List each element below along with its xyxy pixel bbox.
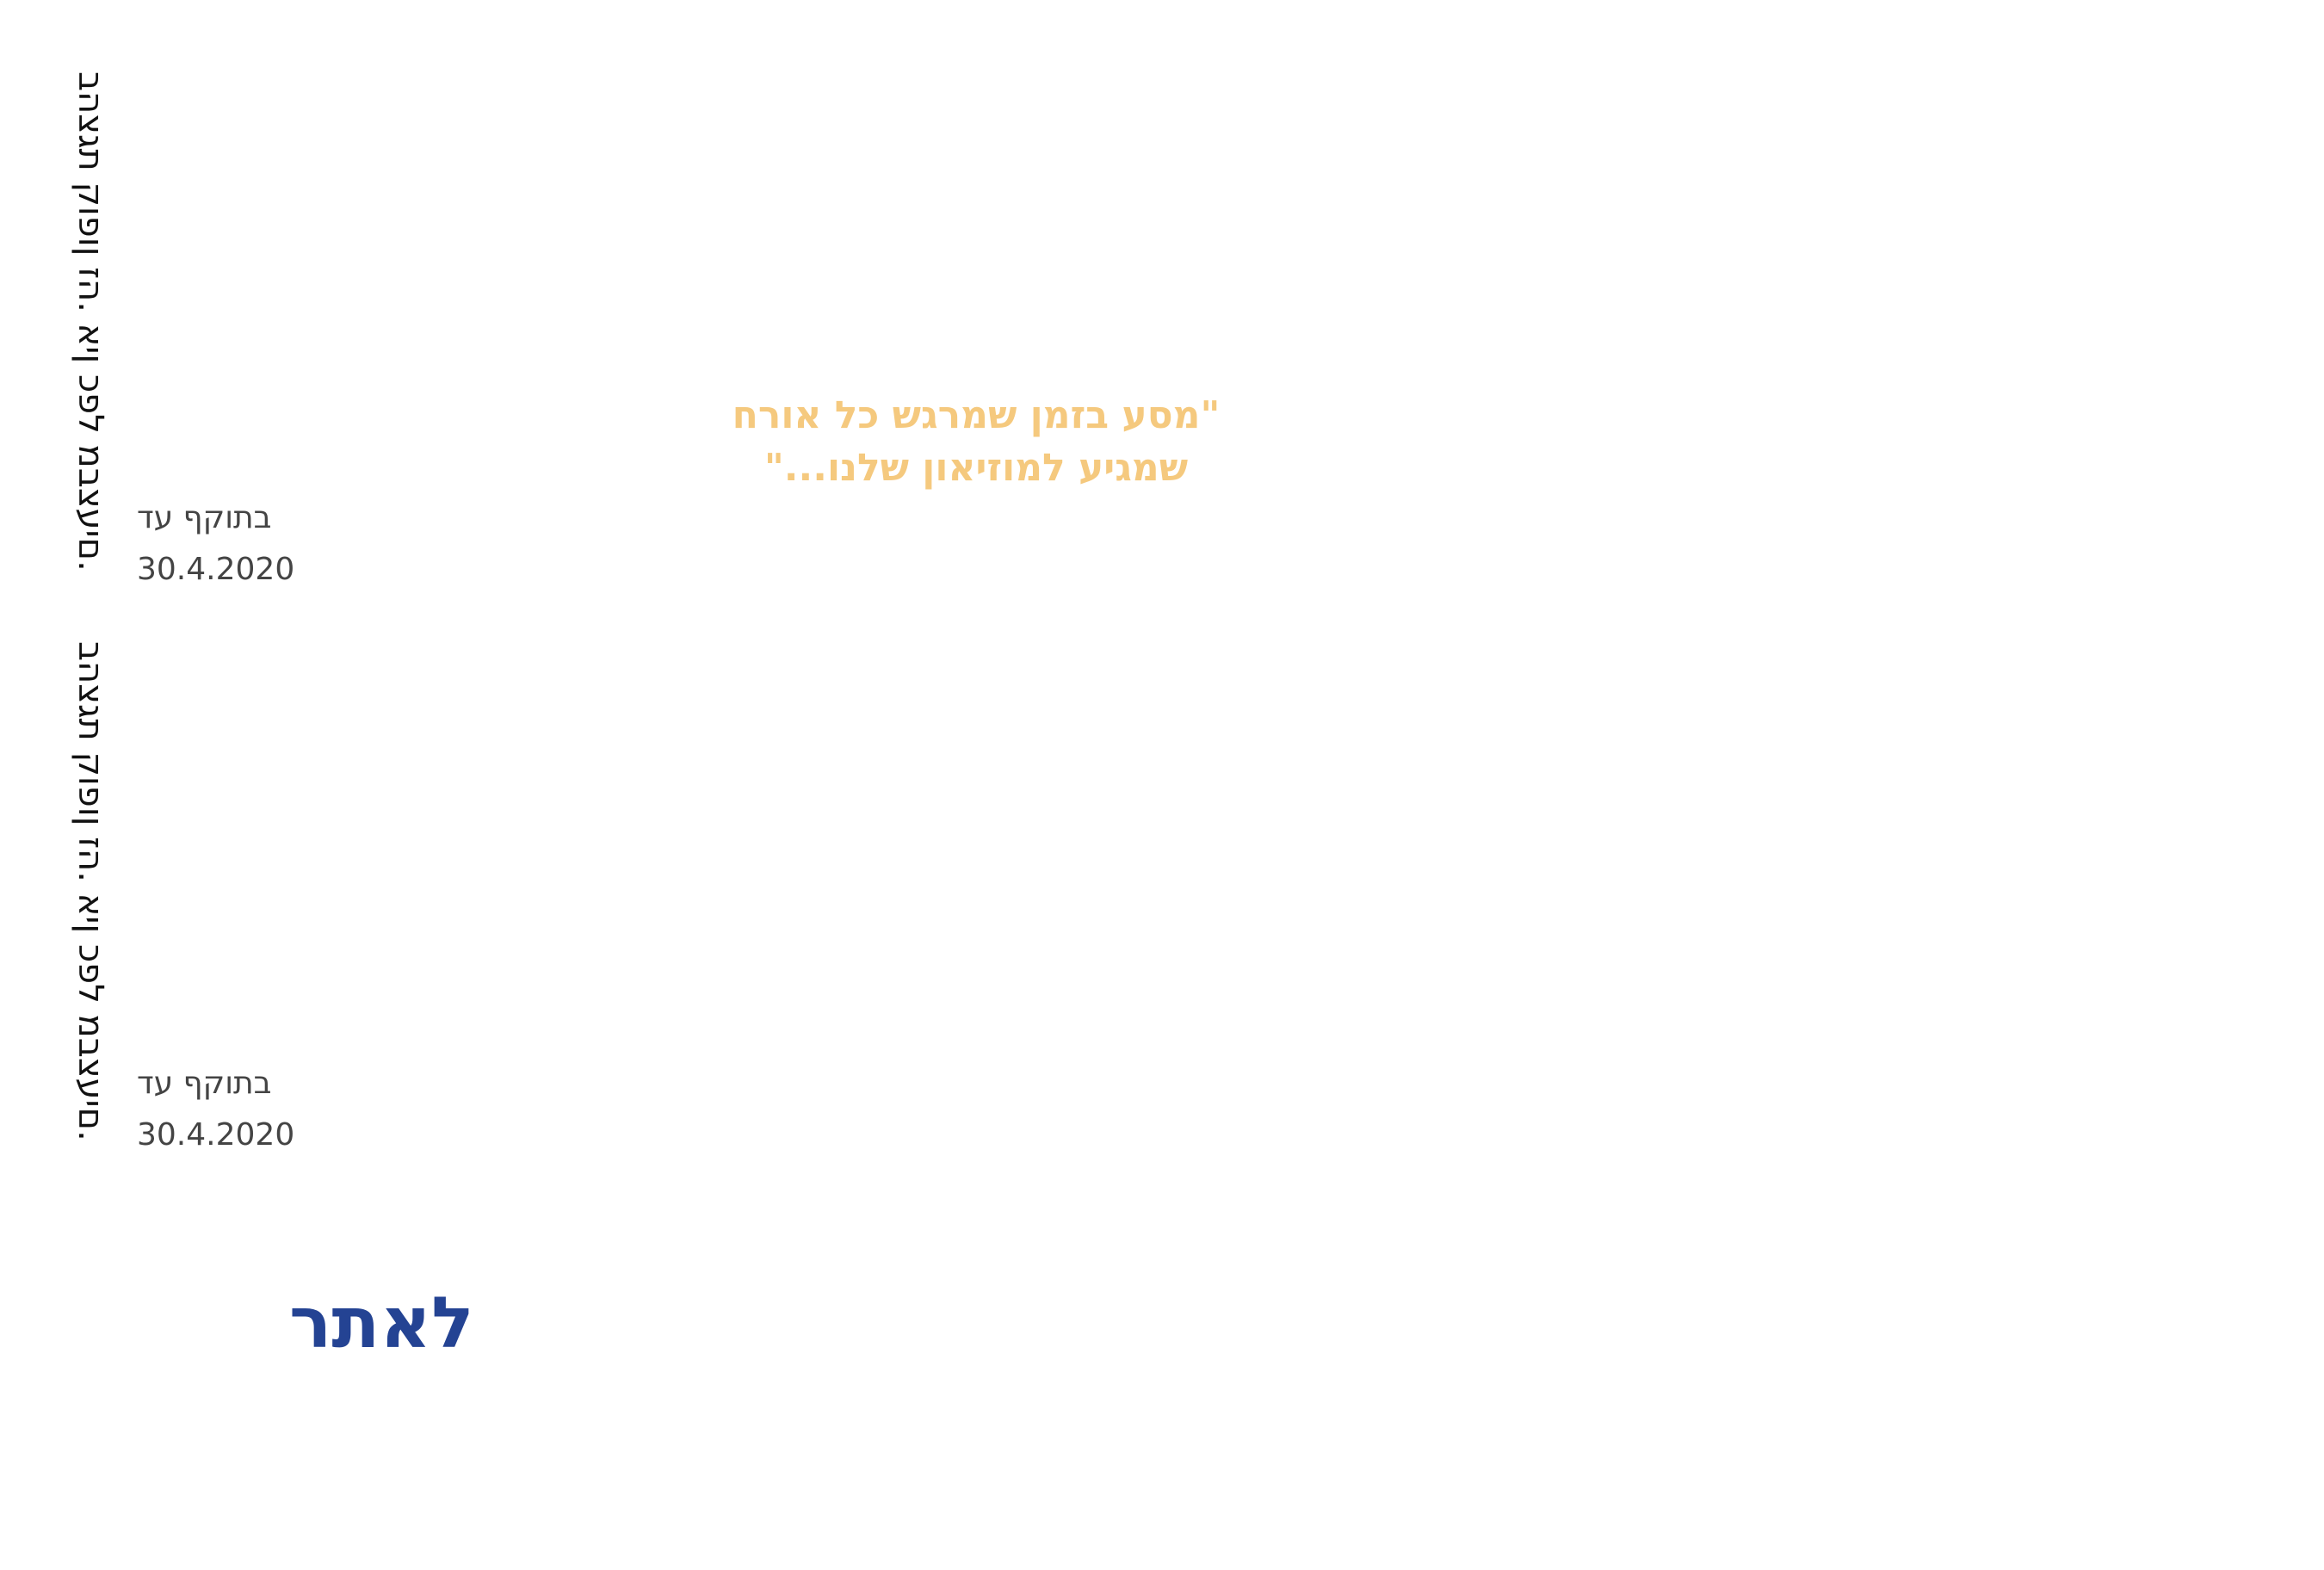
valid-until-date: 30.4.2020 [137, 1117, 295, 1153]
coupon-disclaimer-1: בהצגת קופון זה. אין כפל מבצעים. [71, 71, 110, 572]
valid-until-label: בתוקף עד [137, 500, 272, 535]
coupon-validity-1: בתוקף עד 30.4.2020 [137, 492, 294, 596]
quote-line-2: שמגיע למוזיאון שלנו..." [763, 446, 1189, 490]
quote-line-1: "מסע בזמן שמרגש כל אורח [732, 393, 1221, 437]
valid-until-date: 30.4.2020 [137, 552, 295, 587]
valid-until-label: בתוקף עד [137, 1066, 272, 1101]
coupon-disclaimer-2: בהצגת קופון זה. אין כפל מבצעים. [71, 641, 110, 1141]
to-website-link[interactable]: לאתר [289, 1283, 474, 1364]
museum-quote: "מסע בזמן שמרגש כל אורח שמגיע למוזיאון ש… [632, 389, 1320, 494]
coupon-validity-2: בתוקף עד 30.4.2020 [137, 1058, 294, 1161]
